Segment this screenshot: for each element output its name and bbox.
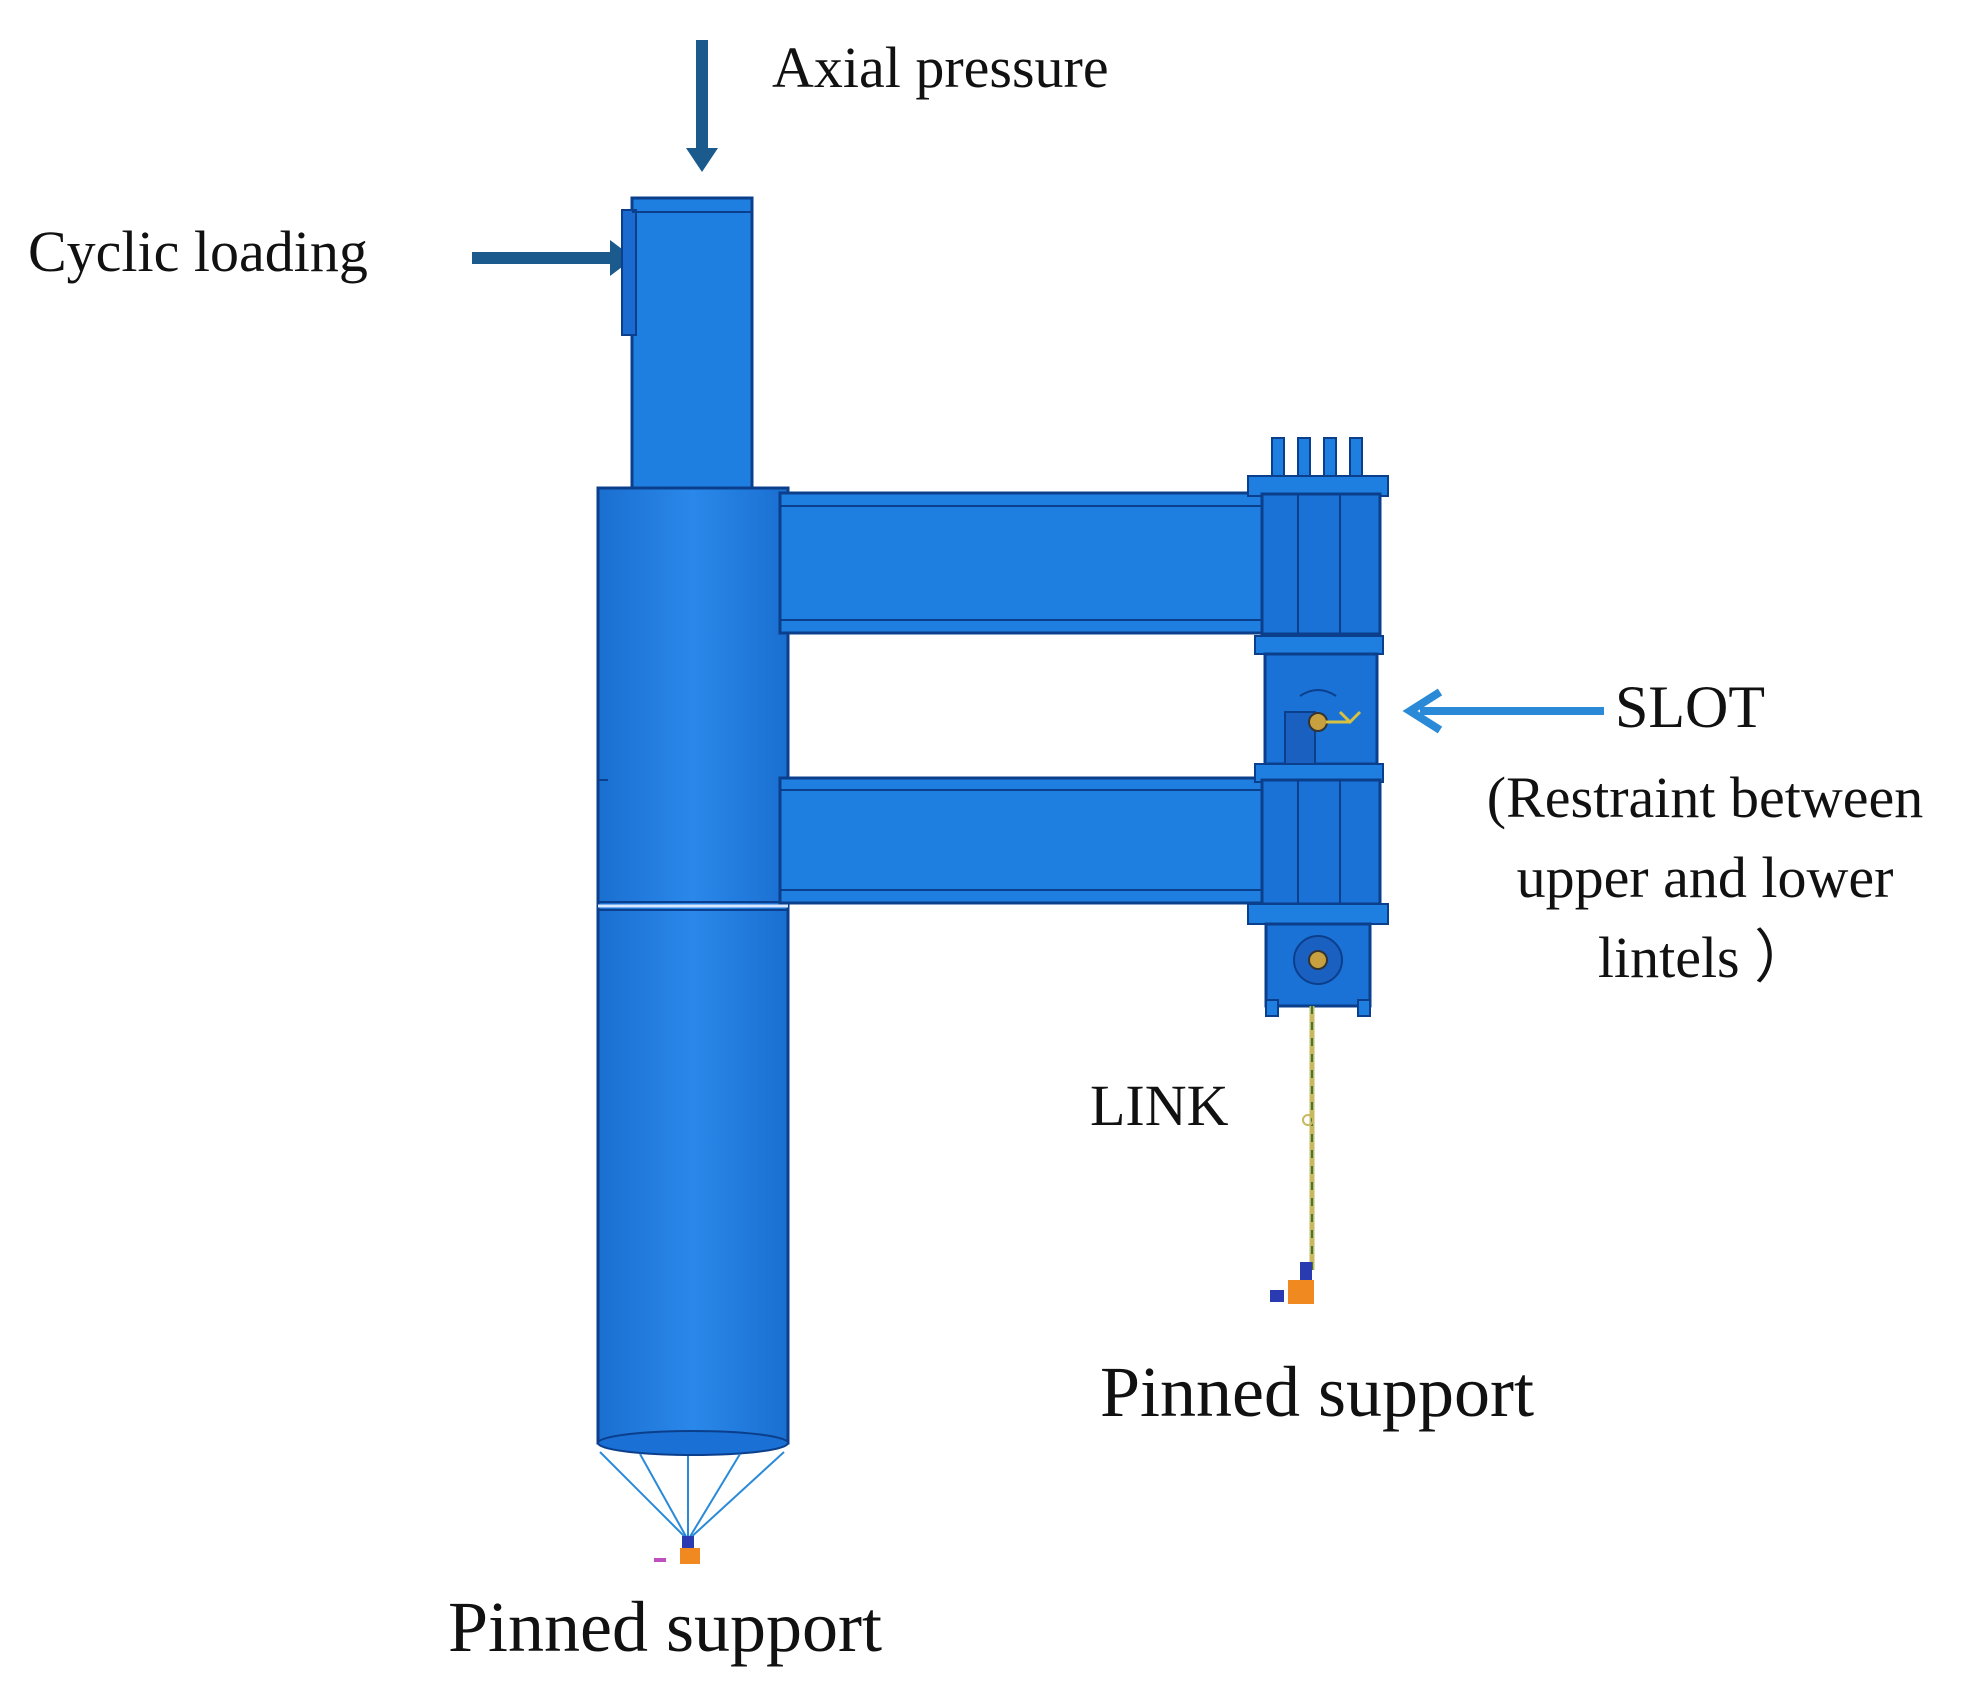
slot-label: SLOT	[1615, 674, 1765, 740]
axial-pressure-arrow	[686, 40, 718, 172]
slot-description-label: (Restraint between upper and lower linte…	[1486, 765, 1924, 991]
axial-pressure-label: Axial pressure	[772, 35, 1109, 100]
end-connection-assembly	[1247, 437, 1389, 1017]
column-base-coupling	[599, 1451, 785, 1541]
pinned-support-right-label: Pinned support	[1100, 1352, 1535, 1432]
slot-arrow	[1402, 688, 1604, 734]
pinned-support-left-symbol	[654, 1536, 700, 1564]
main-column	[596, 486, 790, 1456]
pinned-support-left-label: Pinned support	[448, 1587, 883, 1667]
upper-column	[621, 196, 754, 492]
lower-lintel	[778, 776, 1282, 905]
link-element	[1302, 1006, 1315, 1270]
cyclic-loading-label: Cyclic loading	[28, 219, 368, 284]
link-label: LINK	[1090, 1073, 1229, 1138]
upper-lintel	[778, 491, 1282, 635]
cyclic-loading-arrow	[472, 240, 634, 276]
pinned-support-right-symbol	[1270, 1262, 1314, 1304]
